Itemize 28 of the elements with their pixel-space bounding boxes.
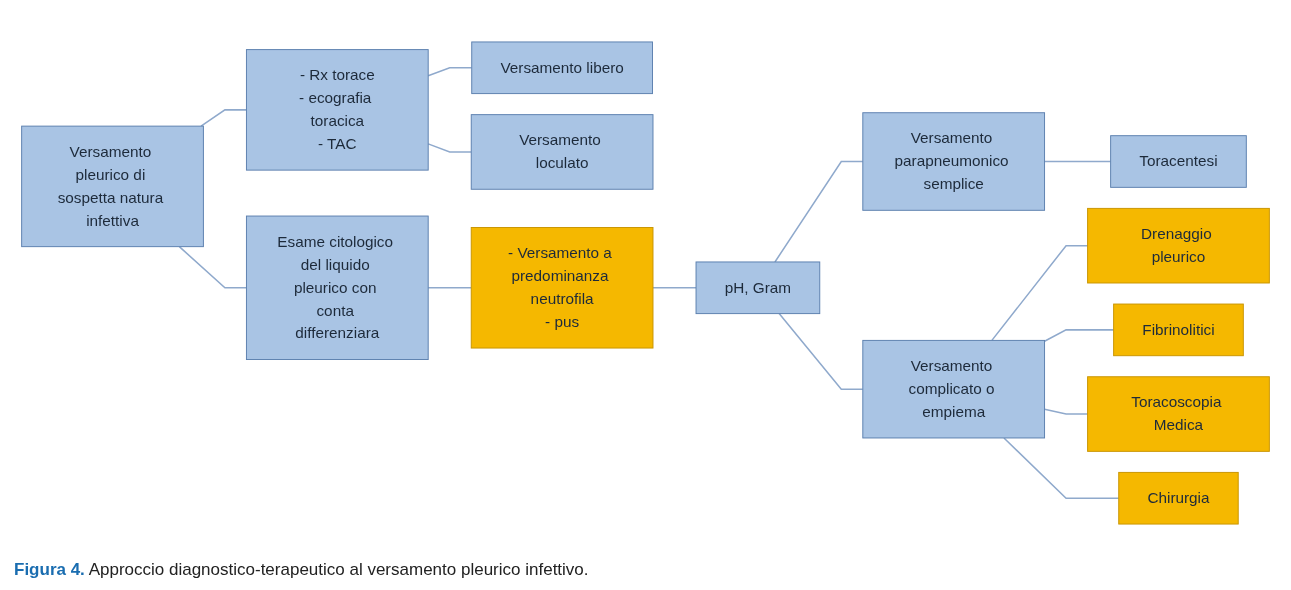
connector — [178, 245, 248, 289]
connector — [1003, 437, 1120, 499]
connector — [427, 67, 473, 77]
connector — [991, 244, 1089, 342]
connector — [1043, 329, 1115, 342]
connector — [1043, 408, 1089, 415]
node-box: Drenaggio pleurico — [1087, 207, 1270, 284]
node-box: Versamento loculato — [470, 114, 654, 190]
node-box: Versamento libero — [471, 41, 653, 95]
node-box: Fibrinolitici — [1113, 303, 1244, 357]
connector — [200, 109, 248, 127]
connector — [427, 287, 472, 289]
connector — [1043, 160, 1112, 163]
node-box: - Versamento a predominanza neutrofila - pus — [470, 227, 654, 349]
figure-caption: Figura 4. Approccio diagnostico-terapeutico al versamento pleurico infettivo. — [14, 560, 590, 580]
node-box: Versamento parapneumonico semplice — [862, 112, 1046, 211]
node-box: - Rx torace - ecografia toracica - TAC — [245, 49, 429, 171]
node-box: Chirurgia — [1118, 471, 1239, 525]
connector — [652, 287, 697, 289]
node-box: Toracoscopia Medica — [1087, 376, 1270, 452]
connector — [427, 143, 472, 153]
node-box: Toracentesi — [1110, 135, 1247, 188]
node-box: pH, Gram — [695, 261, 821, 315]
node-box: Esame citologico del liquido pleurico con conta differenziara — [245, 215, 429, 360]
node-box: Versamento pleurico di sospetta natura infettiva — [21, 125, 204, 248]
connector — [774, 160, 864, 263]
connector — [778, 312, 864, 390]
node-box: Versamento complicato o empiema — [862, 339, 1046, 439]
